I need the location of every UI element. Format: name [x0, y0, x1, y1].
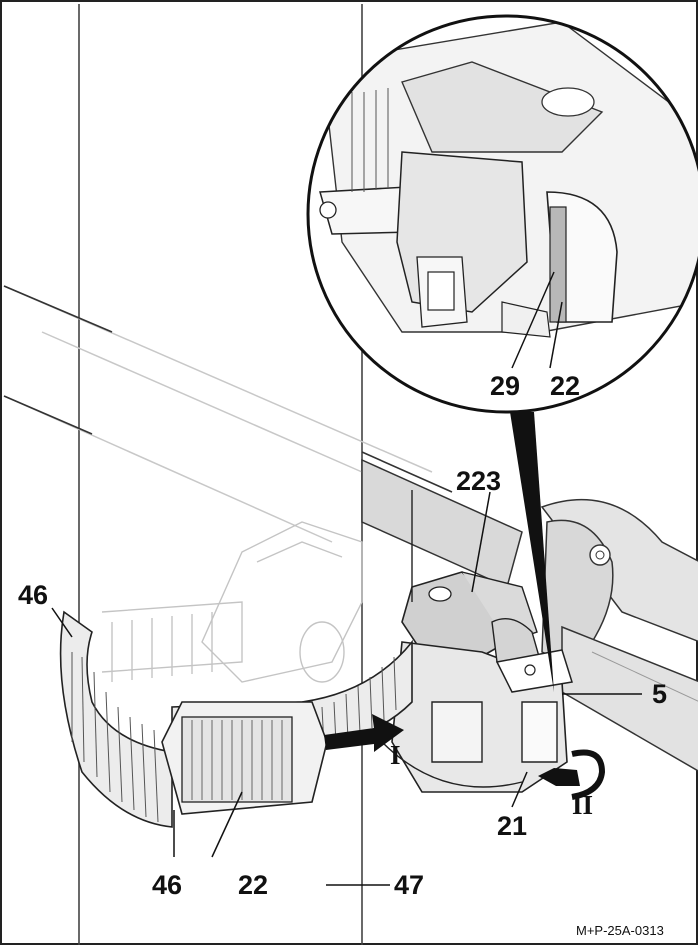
- callout-arrow-I: I: [390, 740, 401, 770]
- callout-5: 5: [652, 679, 667, 709]
- callout-46-bottom: 46: [152, 870, 182, 900]
- shaft: [540, 499, 698, 772]
- push-arrow-icon: [324, 714, 404, 752]
- callout-arrow-II: II: [572, 790, 593, 820]
- callout-29: 29: [490, 371, 520, 401]
- ghost-clamp-housing: [101, 521, 363, 683]
- rotate-arrow-icon: [538, 749, 606, 800]
- callout-22-inset: 22: [550, 371, 580, 401]
- leader-lines: [51, 271, 642, 886]
- figure-code: M+P-25A-0313: [576, 923, 664, 938]
- detail-inset: [306, 14, 698, 692]
- callout-21: 21: [497, 811, 527, 841]
- callout-22-bottom: 22: [238, 870, 268, 900]
- callout-47: 47: [394, 870, 424, 900]
- callout-46-top: 46: [18, 580, 48, 610]
- buckle: [161, 701, 328, 815]
- callout-223: 223: [456, 466, 501, 496]
